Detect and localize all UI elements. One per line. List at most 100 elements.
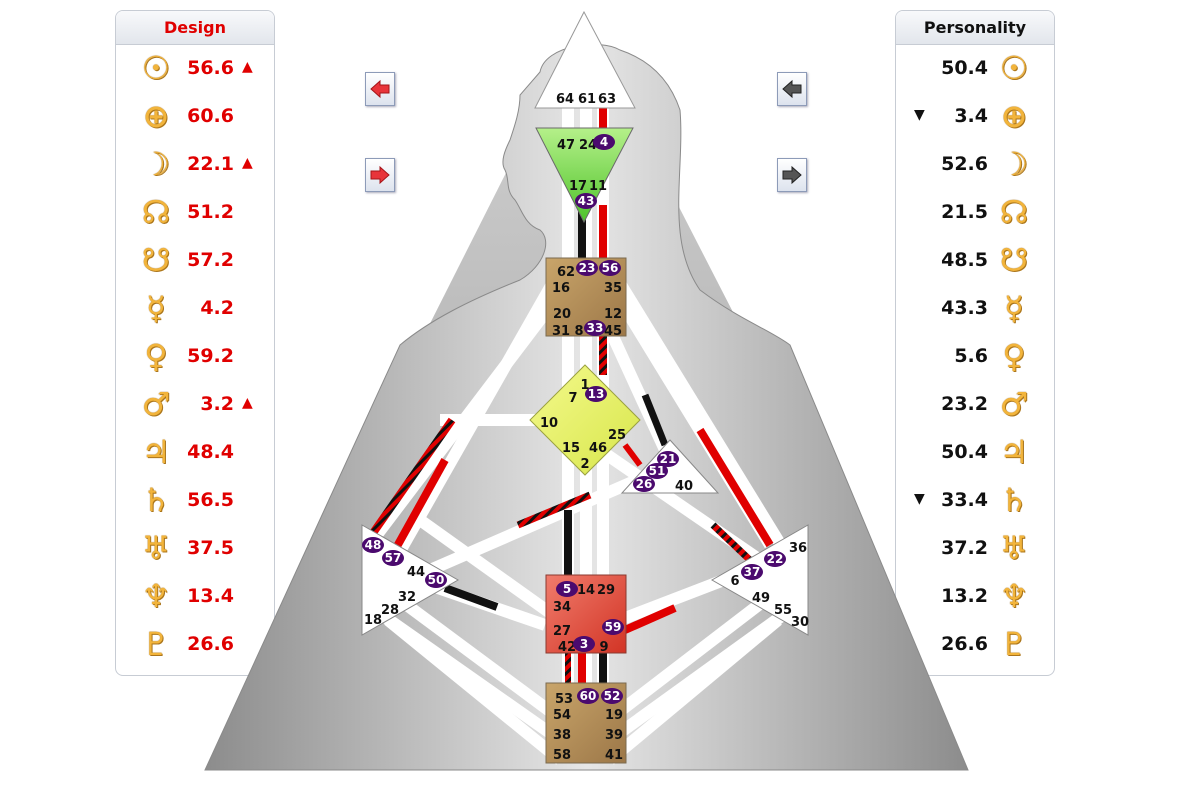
planet-value: 37.2 bbox=[941, 537, 988, 559]
personality-row: ⊕3.4▼ bbox=[896, 96, 1054, 136]
gate-number: 40 bbox=[675, 479, 693, 494]
planet-value: 37.5 bbox=[187, 537, 234, 559]
design-row: ⊕60.6 bbox=[116, 96, 274, 136]
gate-number: 62 bbox=[557, 265, 575, 280]
active-gate-badge bbox=[633, 476, 655, 492]
gate-number: 38 bbox=[553, 728, 571, 743]
planet-value: 3.2 bbox=[200, 393, 234, 415]
arrow-right-icon bbox=[782, 165, 802, 185]
gate-number: 42 bbox=[558, 640, 576, 655]
gate-number: 44 bbox=[407, 565, 425, 580]
uranus-icon: ♅ bbox=[141, 529, 171, 567]
personality-prev-button[interactable] bbox=[777, 72, 807, 106]
personality-panel-title: Personality bbox=[896, 11, 1054, 45]
direction-marker: ▲ bbox=[242, 59, 253, 75]
design-row: ☊51.2 bbox=[116, 192, 274, 232]
activated-channels bbox=[369, 108, 774, 685]
south-node-icon: ☋ bbox=[141, 241, 171, 279]
active-gate-badge bbox=[657, 451, 679, 467]
gate-number: 45 bbox=[604, 324, 622, 339]
active-gate-badge bbox=[556, 581, 578, 597]
design-next-button[interactable] bbox=[365, 158, 395, 192]
jupiter-icon: ♃ bbox=[141, 433, 171, 471]
saturn-icon: ♄ bbox=[999, 481, 1029, 519]
personality-row: ♅ 37.2 bbox=[896, 528, 1054, 568]
gate-number: 53 bbox=[555, 692, 573, 707]
design-row: ♀59.2 bbox=[116, 336, 274, 376]
center-g[interactable] bbox=[529, 364, 641, 476]
gate-number: 32 bbox=[398, 590, 416, 605]
active-gate-badge bbox=[576, 260, 598, 276]
personality-row: ☉50.4 bbox=[896, 48, 1054, 88]
gate-number: 27 bbox=[553, 624, 571, 639]
arrow-right-icon bbox=[370, 165, 390, 185]
active-gate-badge bbox=[585, 386, 607, 402]
planet-value: 56.6 bbox=[187, 57, 234, 79]
design-row: ☉56.6▲ bbox=[116, 48, 274, 88]
mars-icon: ♂ bbox=[141, 385, 171, 423]
planet-value: 52.6 bbox=[941, 153, 988, 175]
gate-number: 63 bbox=[598, 92, 616, 107]
gate-number: 19 bbox=[605, 708, 623, 723]
planet-value: 22.1 bbox=[187, 153, 234, 175]
active-gate-number: 57 bbox=[385, 551, 402, 565]
arrow-left-icon bbox=[370, 79, 390, 99]
personality-row: ♄33.4▼ bbox=[896, 480, 1054, 520]
center-solar-plexus[interactable] bbox=[710, 524, 809, 636]
personality-row: ♂23.2 bbox=[896, 384, 1054, 424]
active-gate-badge bbox=[573, 636, 595, 652]
mars-icon: ♂ bbox=[999, 385, 1029, 423]
personality-row: ☋48.5 bbox=[896, 240, 1054, 280]
design-row: ♅ 37.5 bbox=[116, 528, 274, 568]
active-gate-number: 48 bbox=[365, 538, 382, 552]
jupiter-icon: ♃ bbox=[999, 433, 1029, 471]
design-prev-button[interactable] bbox=[365, 72, 395, 106]
center-ajna[interactable] bbox=[535, 127, 634, 224]
moon-icon: ☽ bbox=[999, 145, 1029, 183]
gate-number: 6 bbox=[730, 574, 739, 589]
personality-row: ♃ 50.4 bbox=[896, 432, 1054, 472]
pluto-icon: ♇ bbox=[141, 625, 171, 663]
design-row: ♇ 26.6 bbox=[116, 624, 274, 664]
gate-number: 24 bbox=[579, 138, 597, 153]
gate-number: 1 bbox=[580, 378, 589, 393]
active-gate-badge bbox=[602, 619, 624, 635]
north-node-icon: ☊ bbox=[141, 193, 171, 231]
gate-number: 31 bbox=[552, 324, 570, 339]
active-gate-number: 23 bbox=[579, 261, 596, 275]
planet-value: 26.6 bbox=[941, 633, 988, 655]
design-panel-title: Design bbox=[116, 11, 274, 45]
active-gate-badge bbox=[425, 572, 447, 588]
active-gate-badge bbox=[599, 260, 621, 276]
planet-value: 26.6 bbox=[187, 633, 234, 655]
direction-marker: ▲ bbox=[242, 395, 253, 411]
planet-value: 43.3 bbox=[941, 297, 988, 319]
active-gate-badge bbox=[575, 193, 597, 209]
active-gate-badge bbox=[382, 550, 404, 566]
active-gate-number: 43 bbox=[578, 194, 595, 208]
center-head[interactable] bbox=[534, 10, 636, 109]
active-gate-number: 52 bbox=[604, 689, 621, 703]
active-gate-number: 5 bbox=[563, 582, 571, 596]
gate-number: 7 bbox=[568, 391, 577, 406]
active-gate-number: 50 bbox=[428, 573, 445, 587]
venus-icon: ♀ bbox=[1002, 337, 1026, 375]
gate-number: 55 bbox=[774, 603, 792, 618]
planet-value: 5.6 bbox=[954, 345, 988, 367]
active-gate-number: 22 bbox=[767, 552, 784, 566]
active-gate-number: 21 bbox=[660, 452, 677, 466]
gate-number: 17 bbox=[569, 179, 587, 194]
personality-panel: Personality ☉50.4⊕3.4▼☽52.6☊21.5☋48.5☿43… bbox=[895, 10, 1055, 676]
uranus-icon: ♅ bbox=[999, 529, 1029, 567]
gate-number: 36 bbox=[789, 541, 807, 556]
personality-row: ☿43.3 bbox=[896, 288, 1054, 328]
gate-number: 58 bbox=[553, 748, 571, 763]
planet-value: 50.4 bbox=[941, 441, 988, 463]
earth-icon: ⊕ bbox=[142, 97, 170, 135]
personality-next-button[interactable] bbox=[777, 158, 807, 192]
gate-number: 25 bbox=[608, 428, 626, 443]
gate-number: 15 bbox=[562, 441, 580, 456]
mercury-icon: ☿ bbox=[146, 289, 166, 327]
gate-number: 54 bbox=[553, 708, 571, 723]
